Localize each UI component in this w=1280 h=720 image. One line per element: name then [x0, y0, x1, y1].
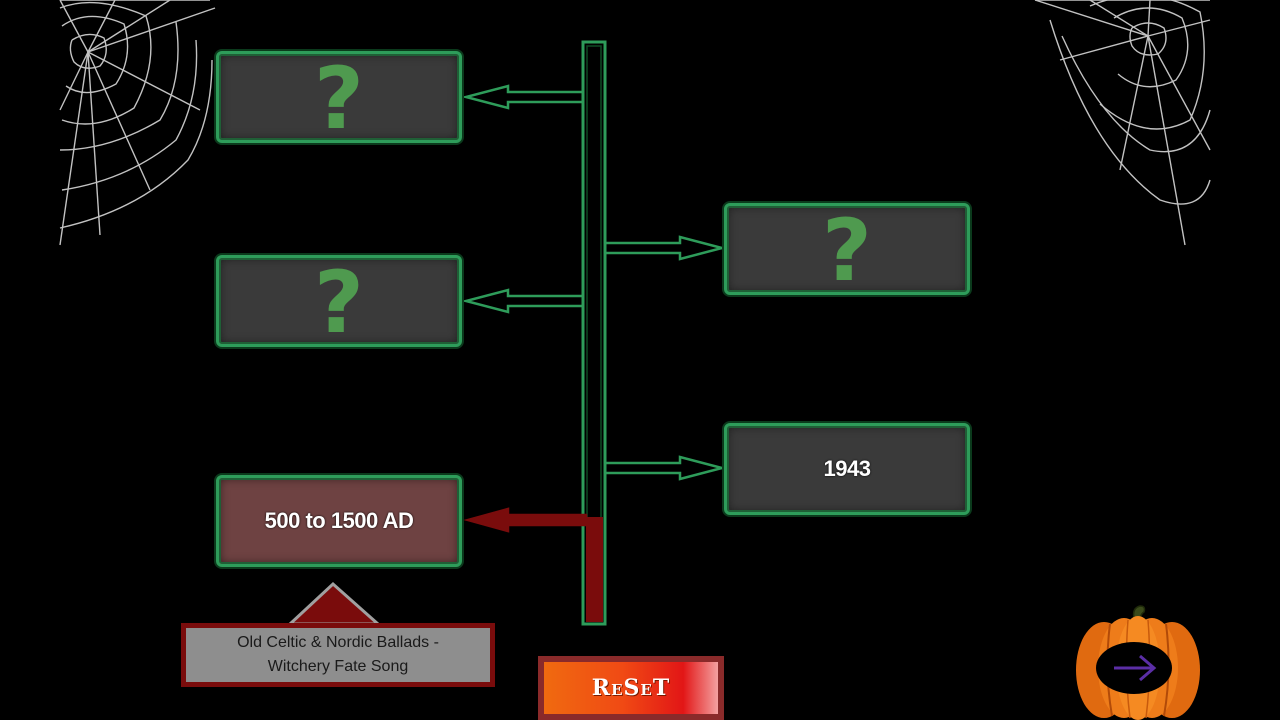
- caption-pointer-triangle: [286, 581, 382, 626]
- timeline-slot-right-1[interactable]: ?: [724, 203, 970, 295]
- timeline-slot-left-1[interactable]: ?: [216, 51, 462, 143]
- timeline-arrow-left-3: [463, 507, 588, 533]
- timeline-slot-left-2[interactable]: ?: [216, 255, 462, 347]
- timeline-arrow-left-2: [461, 288, 583, 314]
- arrow-right-icon: [1114, 654, 1157, 682]
- spiderweb-left-icon: [59, 0, 216, 246]
- timeline-arrow-left-1: [461, 84, 583, 110]
- slot-date-label: 500 to 1500 AD: [264, 508, 414, 533]
- slot-date-label: 1943: [823, 456, 871, 481]
- question-mark-icon: ?: [314, 253, 364, 353]
- reset-button[interactable]: ReSeT: [538, 656, 724, 720]
- timeline-spine: [581, 40, 607, 626]
- next-button[interactable]: [1074, 604, 1202, 720]
- timeline-slot-right-2[interactable]: 1943: [724, 423, 970, 515]
- timeline-slot-left-3[interactable]: 500 to 1500 AD: [216, 475, 462, 567]
- timeline-arrow-right-2: [605, 455, 727, 481]
- pumpkin-icon: [1076, 605, 1200, 720]
- reset-button-label: ReSeT: [591, 675, 671, 701]
- spiderweb-right-icon: [1034, 0, 1211, 246]
- caption-line-1: Old Celtic & Nordic Ballads -: [237, 634, 439, 651]
- caption-line-2: Witchery Fate Song: [267, 658, 409, 675]
- question-mark-icon: ?: [822, 201, 872, 301]
- timeline-arrow-right-1: [605, 235, 727, 261]
- question-mark-icon: ?: [314, 49, 364, 149]
- song-caption-box: Old Celtic & Nordic Ballads - Witchery F…: [181, 623, 495, 687]
